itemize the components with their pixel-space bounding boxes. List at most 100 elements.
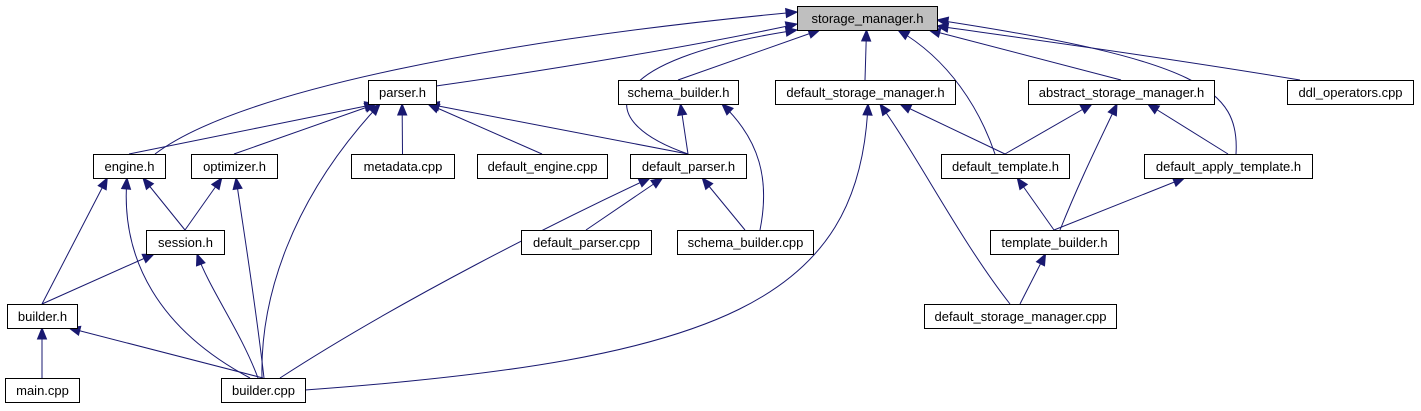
edge-line — [261, 103, 381, 379]
arrow-head-icon — [232, 176, 243, 191]
node-box — [351, 154, 455, 179]
edge-default_parser_cpp-to-default_parser_h — [585, 177, 664, 231]
node-box — [1028, 80, 1215, 105]
edge-line — [1053, 177, 1185, 231]
node-builder-cpp[interactable]: builder.cpp — [221, 378, 306, 403]
node-session-h[interactable]: session.h — [146, 230, 225, 255]
arrow-head-icon — [677, 102, 688, 117]
node-engine-h[interactable]: engine.h — [93, 154, 166, 179]
edge-main_cpp-to-builder_h — [36, 326, 48, 378]
edge-builder_cpp-to-parser_h — [261, 103, 381, 379]
node-label: schema_builder.h — [628, 85, 730, 100]
node-default-storage-manager-h[interactable]: default_storage_manager.h — [775, 80, 956, 105]
node-label: builder.cpp — [232, 383, 295, 398]
arrow-head-icon — [860, 28, 872, 42]
arrow-head-icon — [36, 326, 48, 340]
edge-builder_cpp-to-optimizer_h — [232, 176, 265, 379]
edge-default_storage_manager_cpp-to-default_storage_manager_h — [879, 102, 1011, 305]
edge-line — [233, 103, 377, 155]
node-box — [1144, 154, 1313, 179]
arrow-head-icon — [210, 176, 223, 191]
node-box — [146, 230, 225, 255]
edge-default_engine_cpp-to-parser_h — [426, 103, 543, 155]
edge-schema_builder_cpp-to-schema_builder_h — [721, 103, 765, 231]
edge-line — [879, 103, 1011, 305]
edge-line — [128, 103, 377, 155]
node-parser-h[interactable]: parser.h — [368, 80, 437, 105]
node-ddl-operators-cpp[interactable]: ddl_operators.cpp — [1287, 80, 1414, 105]
edge-builder_cpp-to-session_h — [195, 252, 259, 379]
node-schema-builder-cpp[interactable]: schema_builder.cpp — [677, 230, 814, 255]
arrow-head-icon — [1079, 103, 1094, 115]
edge-builder_cpp-to-default_parser_h — [279, 177, 652, 379]
node-box — [630, 154, 747, 179]
node-box — [775, 80, 956, 105]
node-template-builder-h[interactable]: template_builder.h — [990, 230, 1119, 255]
arrow-head-icon — [785, 7, 799, 19]
edge-default_storage_manager_cpp-to-template_builder_h — [1019, 252, 1047, 305]
node-box — [368, 80, 437, 105]
node-default-engine-cpp[interactable]: default_engine.cpp — [477, 154, 608, 179]
arrow-head-icon — [650, 177, 664, 189]
edge-line — [427, 103, 689, 155]
edge-default_storage_manager_h-to-storage_manager_h — [860, 28, 872, 81]
arrow-head-icon — [935, 16, 950, 27]
edge-engine_h-to-storage_manager_h — [154, 7, 799, 155]
node-label: session.h — [158, 235, 213, 250]
node-box — [477, 154, 608, 179]
edge-line — [1147, 103, 1229, 155]
edge-line — [41, 253, 155, 305]
edges-layer — [36, 7, 1301, 391]
node-main-cpp[interactable]: main.cpp — [5, 378, 80, 403]
node-label: engine.h — [105, 159, 155, 174]
edge-line — [677, 29, 820, 81]
node-default-template-h[interactable]: default_template.h — [941, 154, 1070, 179]
edge-default_apply_template_h-to-abstract_storage_manager_h — [1146, 103, 1229, 155]
node-box — [941, 154, 1070, 179]
edge-abstract_storage_manager_h-to-storage_manager_h — [927, 27, 1122, 81]
arrow-head-icon — [721, 103, 734, 116]
node-box — [990, 230, 1119, 255]
node-box — [5, 378, 80, 403]
edge-parser_h-to-storage_manager_h — [435, 21, 799, 87]
arrow-head-icon — [637, 177, 652, 188]
edge-ddl_operators_cpp-to-storage_manager_h — [935, 22, 1301, 81]
edge-template_builder_h-to-default_apply_template_h — [1053, 177, 1186, 231]
edge-line — [435, 23, 798, 87]
node-label: default_template.h — [952, 159, 1059, 174]
edge-line — [125, 177, 251, 379]
arrow-head-icon — [896, 29, 911, 41]
node-label: default_engine.cpp — [488, 159, 598, 174]
edge-line — [68, 327, 264, 379]
arrow-head-icon — [396, 102, 408, 116]
node-box — [677, 230, 814, 255]
node-label: default_parser.h — [642, 159, 735, 174]
edge-line — [1059, 103, 1118, 231]
arrow-head-icon — [1146, 103, 1161, 115]
node-abstract-storage-manager-h[interactable]: abstract_storage_manager.h — [1028, 80, 1215, 105]
node-metadata-cpp[interactable]: metadata.cpp — [351, 154, 455, 179]
node-optimizer-h[interactable]: optimizer.h — [191, 154, 278, 179]
edge-line — [154, 11, 798, 155]
node-schema-builder-h[interactable]: schema_builder.h — [618, 80, 739, 105]
edge-line — [936, 19, 1237, 155]
edge-metadata_cpp-to-parser_h — [396, 102, 408, 155]
node-label: optimizer.h — [203, 159, 266, 174]
node-default-apply-template-h[interactable]: default_apply_template.h — [1144, 154, 1313, 179]
node-box — [618, 80, 739, 105]
node-default-parser-h[interactable]: default_parser.h — [630, 154, 747, 179]
edge-default_parser_h-to-parser_h — [426, 101, 689, 155]
node-label: parser.h — [379, 85, 426, 100]
edge-schema_builder_cpp-to-default_parser_h — [701, 176, 746, 231]
node-box — [924, 304, 1117, 329]
node-box — [521, 230, 652, 255]
node-label: ddl_operators.cpp — [1298, 85, 1402, 100]
node-default-parser-cpp[interactable]: default_parser.cpp — [521, 230, 652, 255]
edge-line — [928, 29, 1122, 81]
node-default-storage-manager-cpp[interactable]: default_storage_manager.cpp — [924, 304, 1117, 329]
edge-line — [196, 253, 259, 379]
node-label: storage_manager.h — [811, 11, 923, 26]
node-builder-h[interactable]: builder.h — [7, 304, 78, 329]
arrow-head-icon — [142, 176, 155, 191]
